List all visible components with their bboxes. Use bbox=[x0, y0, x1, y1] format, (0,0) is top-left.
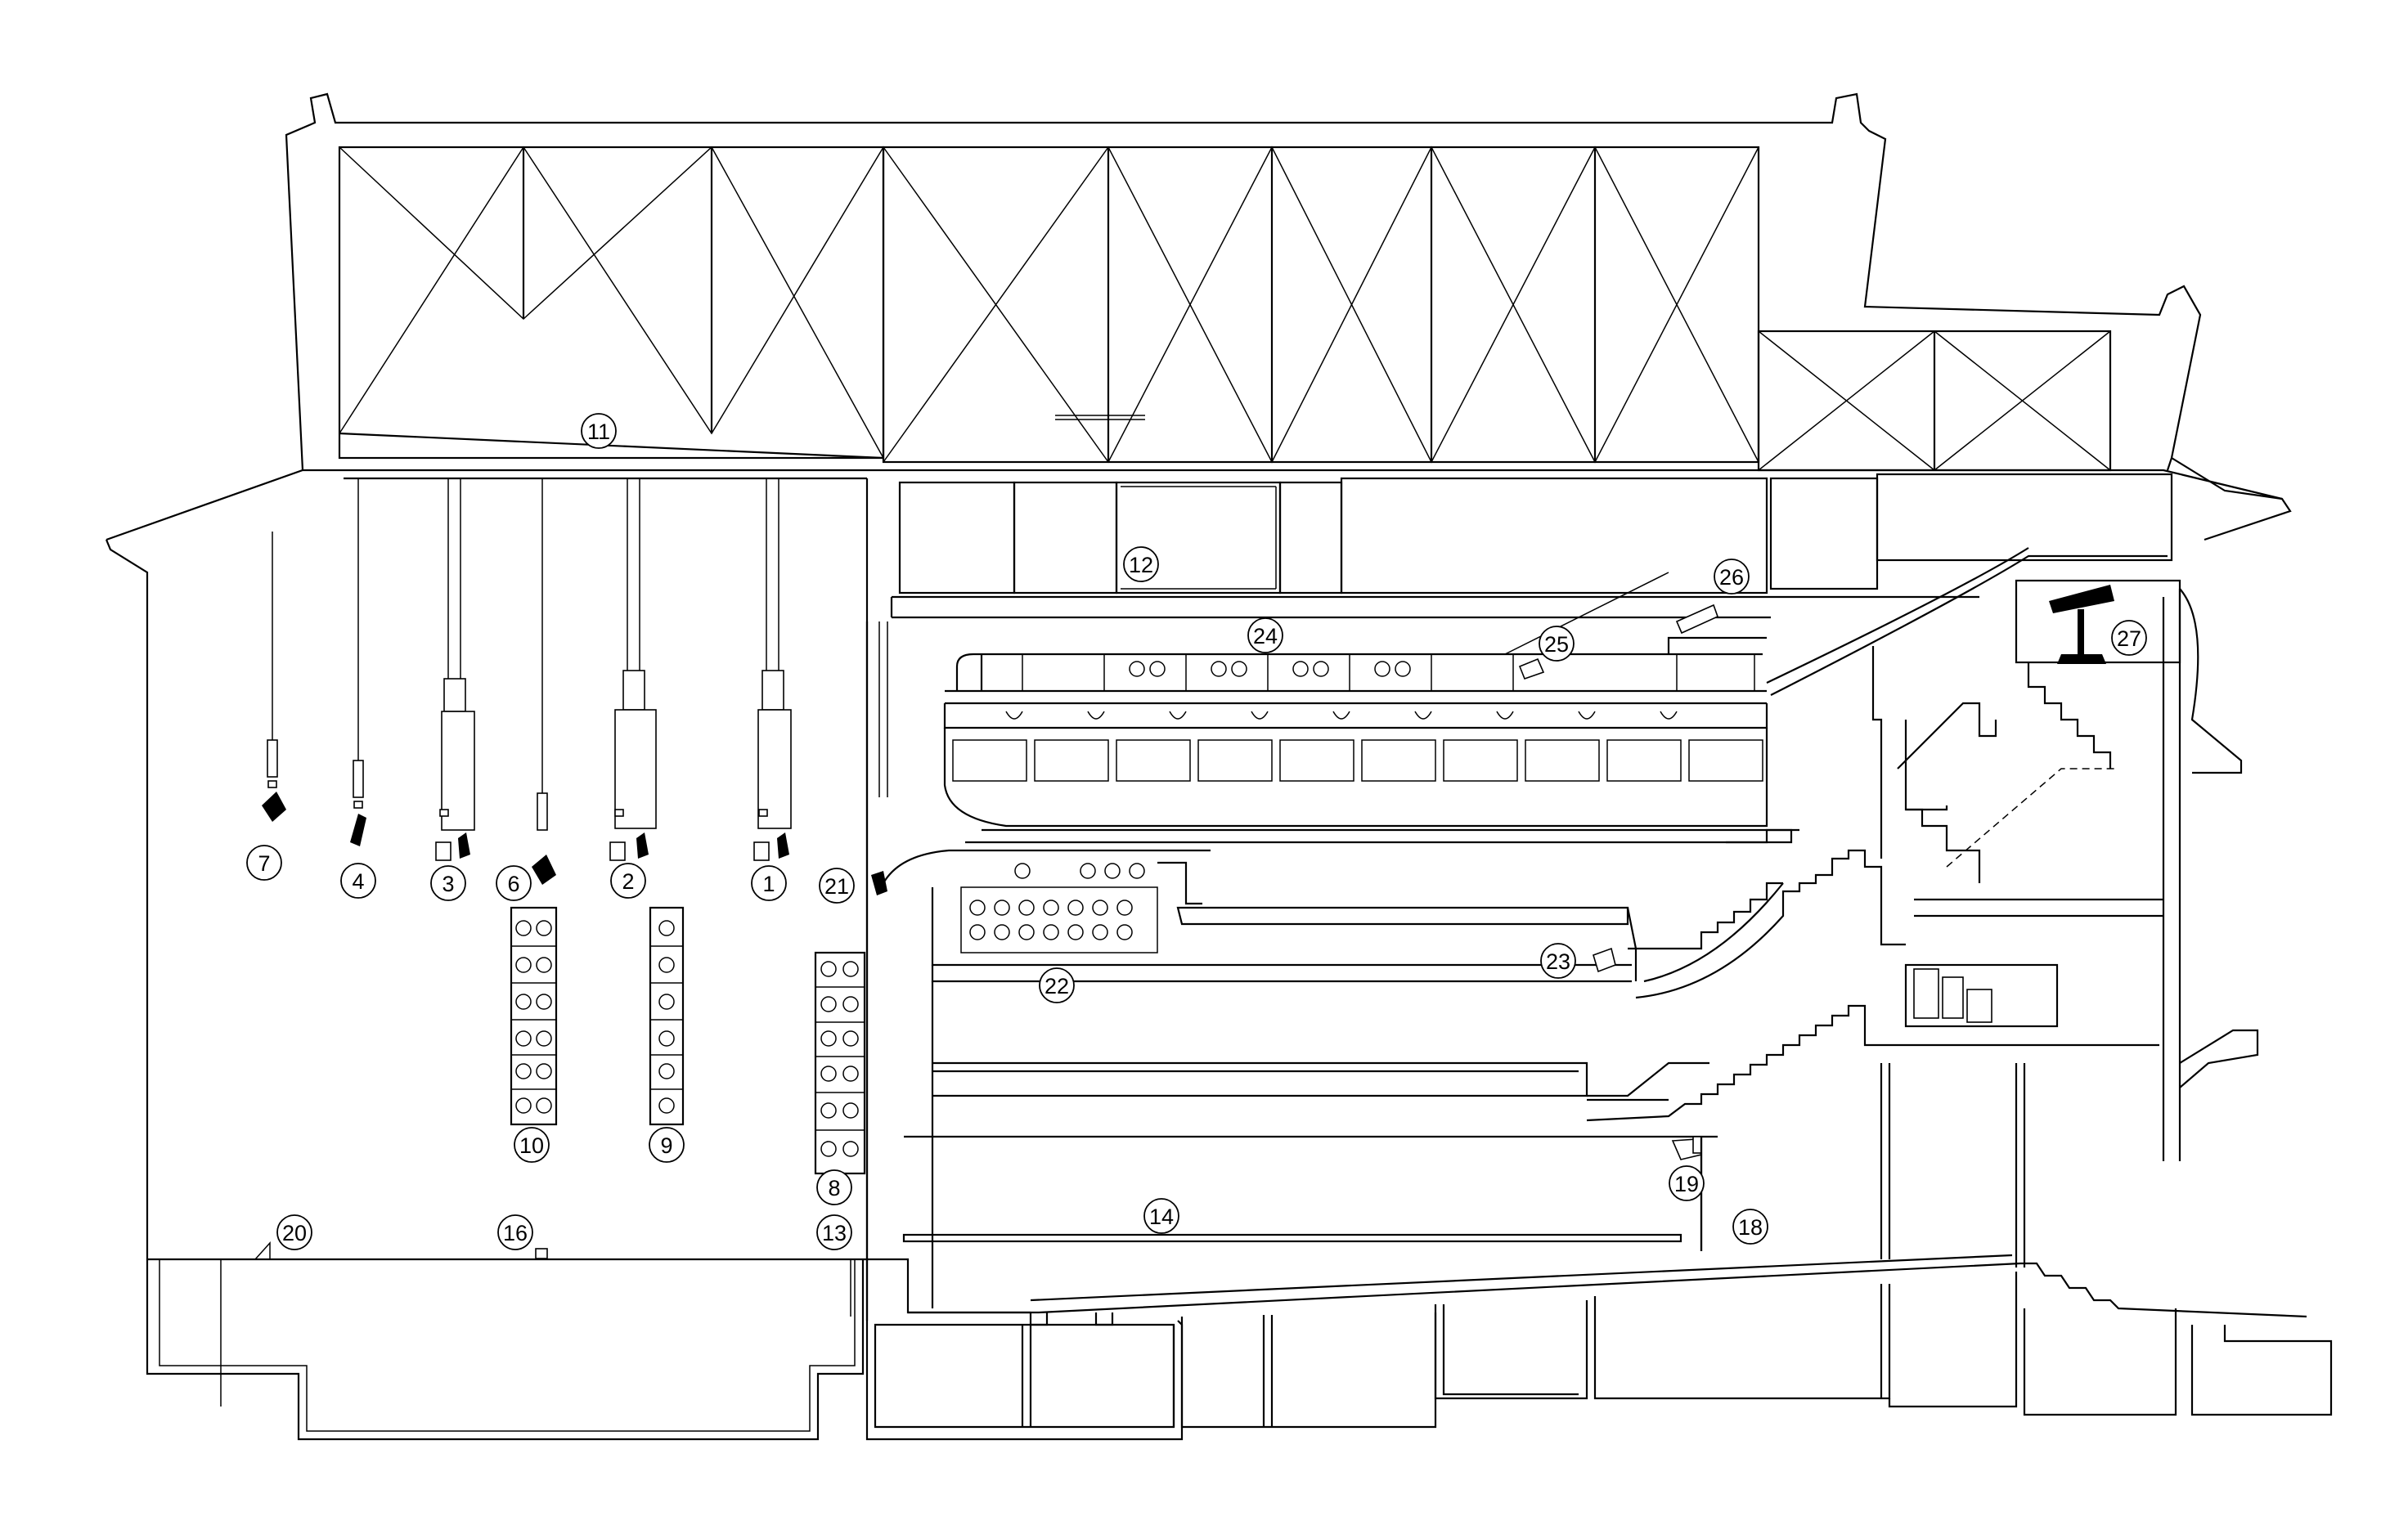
callout-23: 23 bbox=[1540, 943, 1576, 979]
callout-2-label: 2 bbox=[622, 869, 634, 894]
spotlight-23 bbox=[1593, 947, 1616, 973]
callout-18: 18 bbox=[1732, 1209, 1768, 1245]
callout-3-label: 3 bbox=[442, 872, 454, 896]
callout-9: 9 bbox=[649, 1127, 685, 1163]
callout-25-label: 25 bbox=[1544, 632, 1569, 657]
control-room-side bbox=[1766, 473, 2259, 1161]
callout-4: 4 bbox=[340, 863, 376, 899]
callout-16-label: 16 bbox=[503, 1221, 528, 1245]
technical-gallery bbox=[890, 477, 1979, 619]
basement bbox=[865, 1063, 2333, 1441]
callout-21-label: 21 bbox=[824, 874, 849, 899]
stalls bbox=[902, 981, 2021, 1326]
callout-19: 19 bbox=[1669, 1165, 1705, 1201]
fly-line-7 bbox=[262, 532, 286, 822]
truss-left bbox=[338, 146, 885, 460]
callout-12-label: 12 bbox=[1129, 553, 1153, 577]
callout-19-label: 19 bbox=[1674, 1172, 1699, 1196]
floor-marker-16 bbox=[535, 1248, 548, 1259]
callout-1-label: 1 bbox=[762, 872, 775, 896]
fly-line-2 bbox=[609, 478, 657, 861]
callout-7-label: 7 bbox=[258, 851, 270, 876]
callout-14: 14 bbox=[1143, 1198, 1179, 1234]
callout-26-label: 26 bbox=[1719, 565, 1744, 590]
spotlight-19 bbox=[1671, 1136, 1702, 1160]
lower-balcony bbox=[883, 849, 1638, 983]
fly-line-3 bbox=[435, 478, 475, 861]
callout-10-label: 10 bbox=[519, 1133, 544, 1158]
seat-wagon-10 bbox=[510, 906, 558, 1126]
callout-6: 6 bbox=[496, 865, 532, 901]
callout-8: 8 bbox=[816, 1169, 852, 1205]
fly-line-4 bbox=[350, 478, 366, 846]
seat-wagon-8 bbox=[814, 951, 866, 1175]
callout-22-label: 22 bbox=[1045, 974, 1069, 998]
callout-8-label: 8 bbox=[828, 1176, 840, 1200]
callout-6-label: 6 bbox=[507, 872, 519, 896]
callout-9-label: 9 bbox=[660, 1133, 672, 1158]
callout-22: 22 bbox=[1039, 967, 1075, 1003]
truss-center bbox=[882, 146, 1760, 464]
stair-rake bbox=[1586, 828, 2159, 1122]
callout-27-label: 27 bbox=[2117, 626, 2141, 651]
callout-24: 24 bbox=[1247, 617, 1283, 653]
callout-11: 11 bbox=[581, 413, 617, 449]
callout-18-label: 18 bbox=[1738, 1215, 1763, 1240]
callout-2: 2 bbox=[610, 863, 646, 899]
callout-12: 12 bbox=[1123, 546, 1159, 582]
callout-7: 7 bbox=[246, 845, 282, 881]
roof-outline bbox=[105, 92, 2292, 609]
callout-16: 16 bbox=[497, 1214, 533, 1250]
truss-right bbox=[1757, 330, 2112, 472]
spotlight-25 bbox=[1518, 657, 1545, 680]
callout-20-label: 20 bbox=[282, 1221, 307, 1245]
spotlight-26 bbox=[1675, 603, 1719, 635]
callout-3: 3 bbox=[430, 865, 466, 901]
callout-10: 10 bbox=[514, 1127, 550, 1163]
callout-27: 27 bbox=[2111, 620, 2147, 656]
seat-wagon-9 bbox=[649, 906, 685, 1126]
callout-21: 21 bbox=[819, 868, 855, 904]
callout-20: 20 bbox=[276, 1214, 312, 1250]
stage-house bbox=[146, 477, 869, 1441]
callout-13-label: 13 bbox=[822, 1221, 847, 1245]
callout-23-label: 23 bbox=[1546, 949, 1570, 974]
projector-27 bbox=[2049, 585, 2114, 664]
callout-4-label: 4 bbox=[352, 869, 364, 894]
callout-25: 25 bbox=[1539, 626, 1575, 662]
callout-13: 13 bbox=[816, 1214, 852, 1250]
callout-26: 26 bbox=[1714, 559, 1750, 595]
pit-lamp-21 bbox=[871, 871, 887, 895]
callout-11-label: 11 bbox=[587, 420, 610, 444]
fly-line-6 bbox=[532, 478, 556, 885]
fly-line-1 bbox=[753, 478, 792, 861]
callout-24-label: 24 bbox=[1253, 624, 1278, 648]
proscenium bbox=[865, 621, 1031, 1314]
upper-balcony bbox=[943, 572, 1793, 844]
callout-14-label: 14 bbox=[1149, 1205, 1174, 1229]
callout-1: 1 bbox=[751, 865, 787, 901]
floor-marker-20 bbox=[254, 1241, 271, 1260]
